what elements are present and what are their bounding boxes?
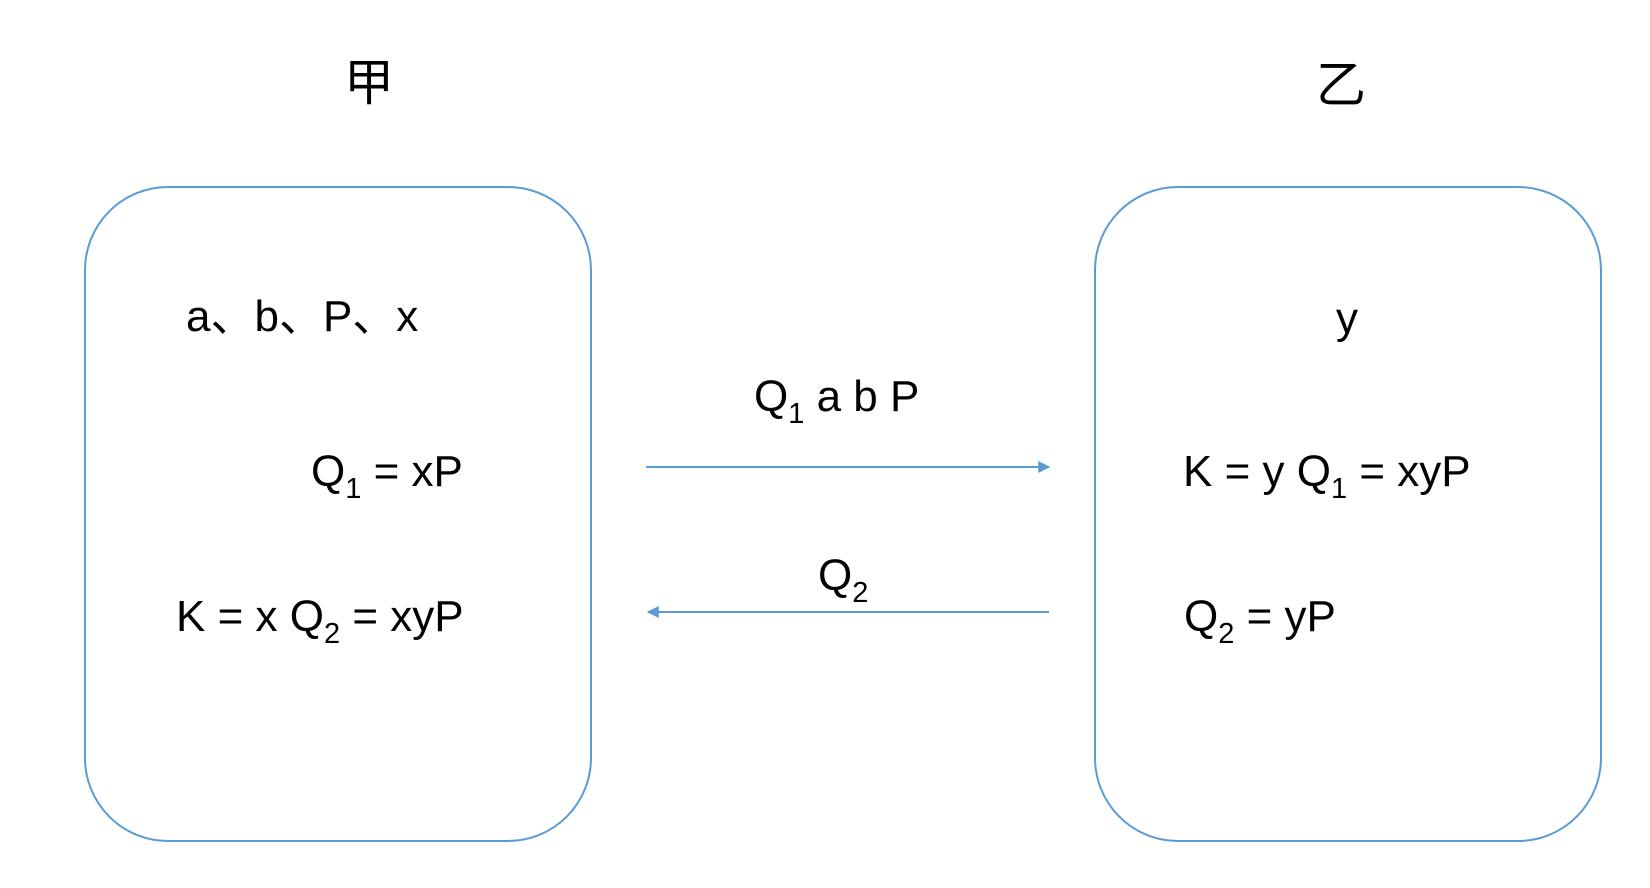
party-a-params: a、b、P、x (186, 292, 419, 341)
message-symbol: Q (818, 551, 853, 600)
message-subscript: 2 (852, 577, 869, 609)
party-b-q2-formula: Q2 = yP (1184, 592, 1336, 649)
message-to-a-label: Q2 (818, 551, 868, 608)
party-b-label: 乙 (1316, 56, 1366, 114)
party-a-box (84, 186, 592, 842)
key-subscript: 1 (1330, 473, 1348, 505)
key-expression-prefix: K = y Q (1183, 447, 1331, 496)
party-a-label: 甲 (344, 54, 394, 112)
q2-symbol: Q (1184, 592, 1219, 641)
key-expression-suffix: = xyP (340, 592, 464, 641)
party-b-box (1094, 186, 1602, 842)
party-b-secret: y (1336, 294, 1358, 343)
party-a-q1-formula: Q1 = xP (311, 447, 463, 504)
message-rest: a b P (804, 372, 920, 421)
party-b-key-formula: K = y Q1 = xyP (1183, 447, 1471, 504)
q1-expression: = xP (361, 447, 463, 496)
party-a-key-formula: K = x Q2 = xyP (176, 592, 464, 649)
q1-subscript: 1 (345, 473, 362, 505)
key-expression-suffix: = xyP (1347, 447, 1471, 496)
q2-expression: = yP (1234, 592, 1336, 641)
message-to-b-label: Q1 a b P (754, 372, 920, 429)
key-expression-prefix: K = x Q (176, 592, 324, 641)
q2-subscript: 2 (1218, 618, 1235, 650)
message-symbol: Q (754, 372, 789, 421)
key-subscript: 2 (323, 618, 341, 650)
q1-symbol: Q (311, 447, 346, 496)
message-subscript: 1 (788, 398, 805, 430)
